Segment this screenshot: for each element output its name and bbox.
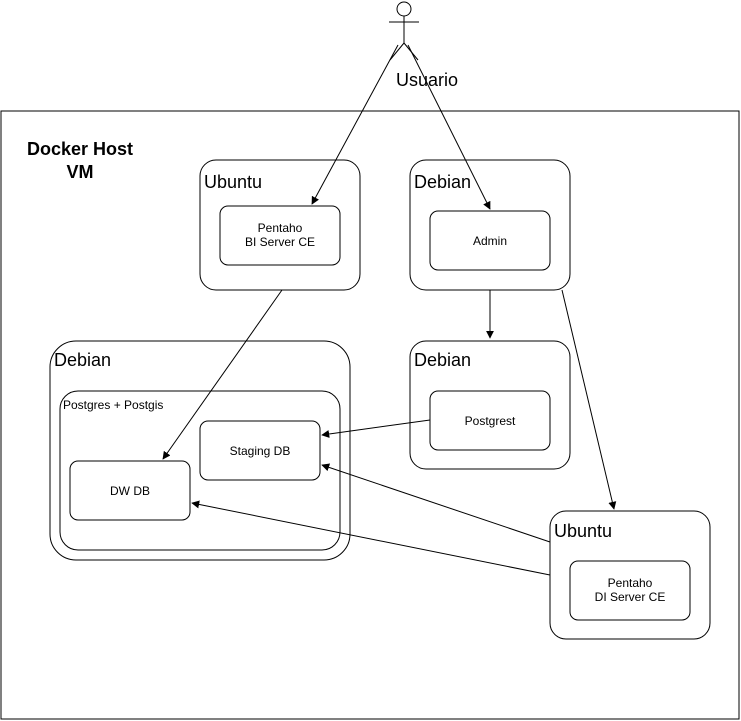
service-label: Pentaho xyxy=(258,221,303,235)
os-label: Ubuntu xyxy=(554,521,612,541)
ubuntu-di-container: Ubuntu Pentaho DI Server CE xyxy=(549,510,711,640)
docker-host-subtitle: VM xyxy=(67,162,94,182)
actor-label: Usuario xyxy=(396,70,458,90)
service-label: Postgrest xyxy=(465,414,516,428)
os-label: Ubuntu xyxy=(204,172,262,192)
dw-db xyxy=(69,460,191,521)
service-label: Pentaho xyxy=(608,576,653,590)
service-label: BI Server CE xyxy=(245,235,315,249)
edge-pentaho-di-to-staging-db xyxy=(321,463,551,543)
edge-pentaho-bi-to-dw-db xyxy=(162,289,283,460)
debian-admin-container: Debian Admin xyxy=(409,159,571,291)
debian-postgrest-container: Debian Postgrest xyxy=(409,340,571,470)
edge-postgrest-to-staging-db xyxy=(321,419,431,438)
service-label: Admin xyxy=(473,234,507,248)
debian-db-container: Debian Postgres + Postgis Staging DB DW … xyxy=(49,340,351,561)
staging-db-label: Staging DB xyxy=(230,444,291,458)
os-label: Debian xyxy=(414,350,471,370)
service-label: DI Server CE xyxy=(595,590,666,604)
pentaho-bi-service xyxy=(219,205,341,266)
admin-service xyxy=(429,210,551,271)
os-label: Debian xyxy=(54,350,111,370)
staging-db xyxy=(199,420,321,481)
dw-db-label: DW DB xyxy=(110,484,150,498)
edge-admin-to-pentaho-di xyxy=(561,289,617,510)
docker-host-title: Docker Host xyxy=(27,139,133,159)
user-actor-icon xyxy=(389,1,419,61)
postgres-group-label: Postgres + Postgis xyxy=(63,398,163,412)
edge-user-to-admin xyxy=(407,44,491,210)
ubuntu-bi-container: Ubuntu Pentaho BI Server CE xyxy=(199,159,361,291)
edge-pentaho-di-to-dw-db xyxy=(191,500,551,576)
os-label: Debian xyxy=(414,172,471,192)
pentaho-di-service xyxy=(569,560,691,621)
edge-user-to-pentaho-bi xyxy=(311,44,399,205)
